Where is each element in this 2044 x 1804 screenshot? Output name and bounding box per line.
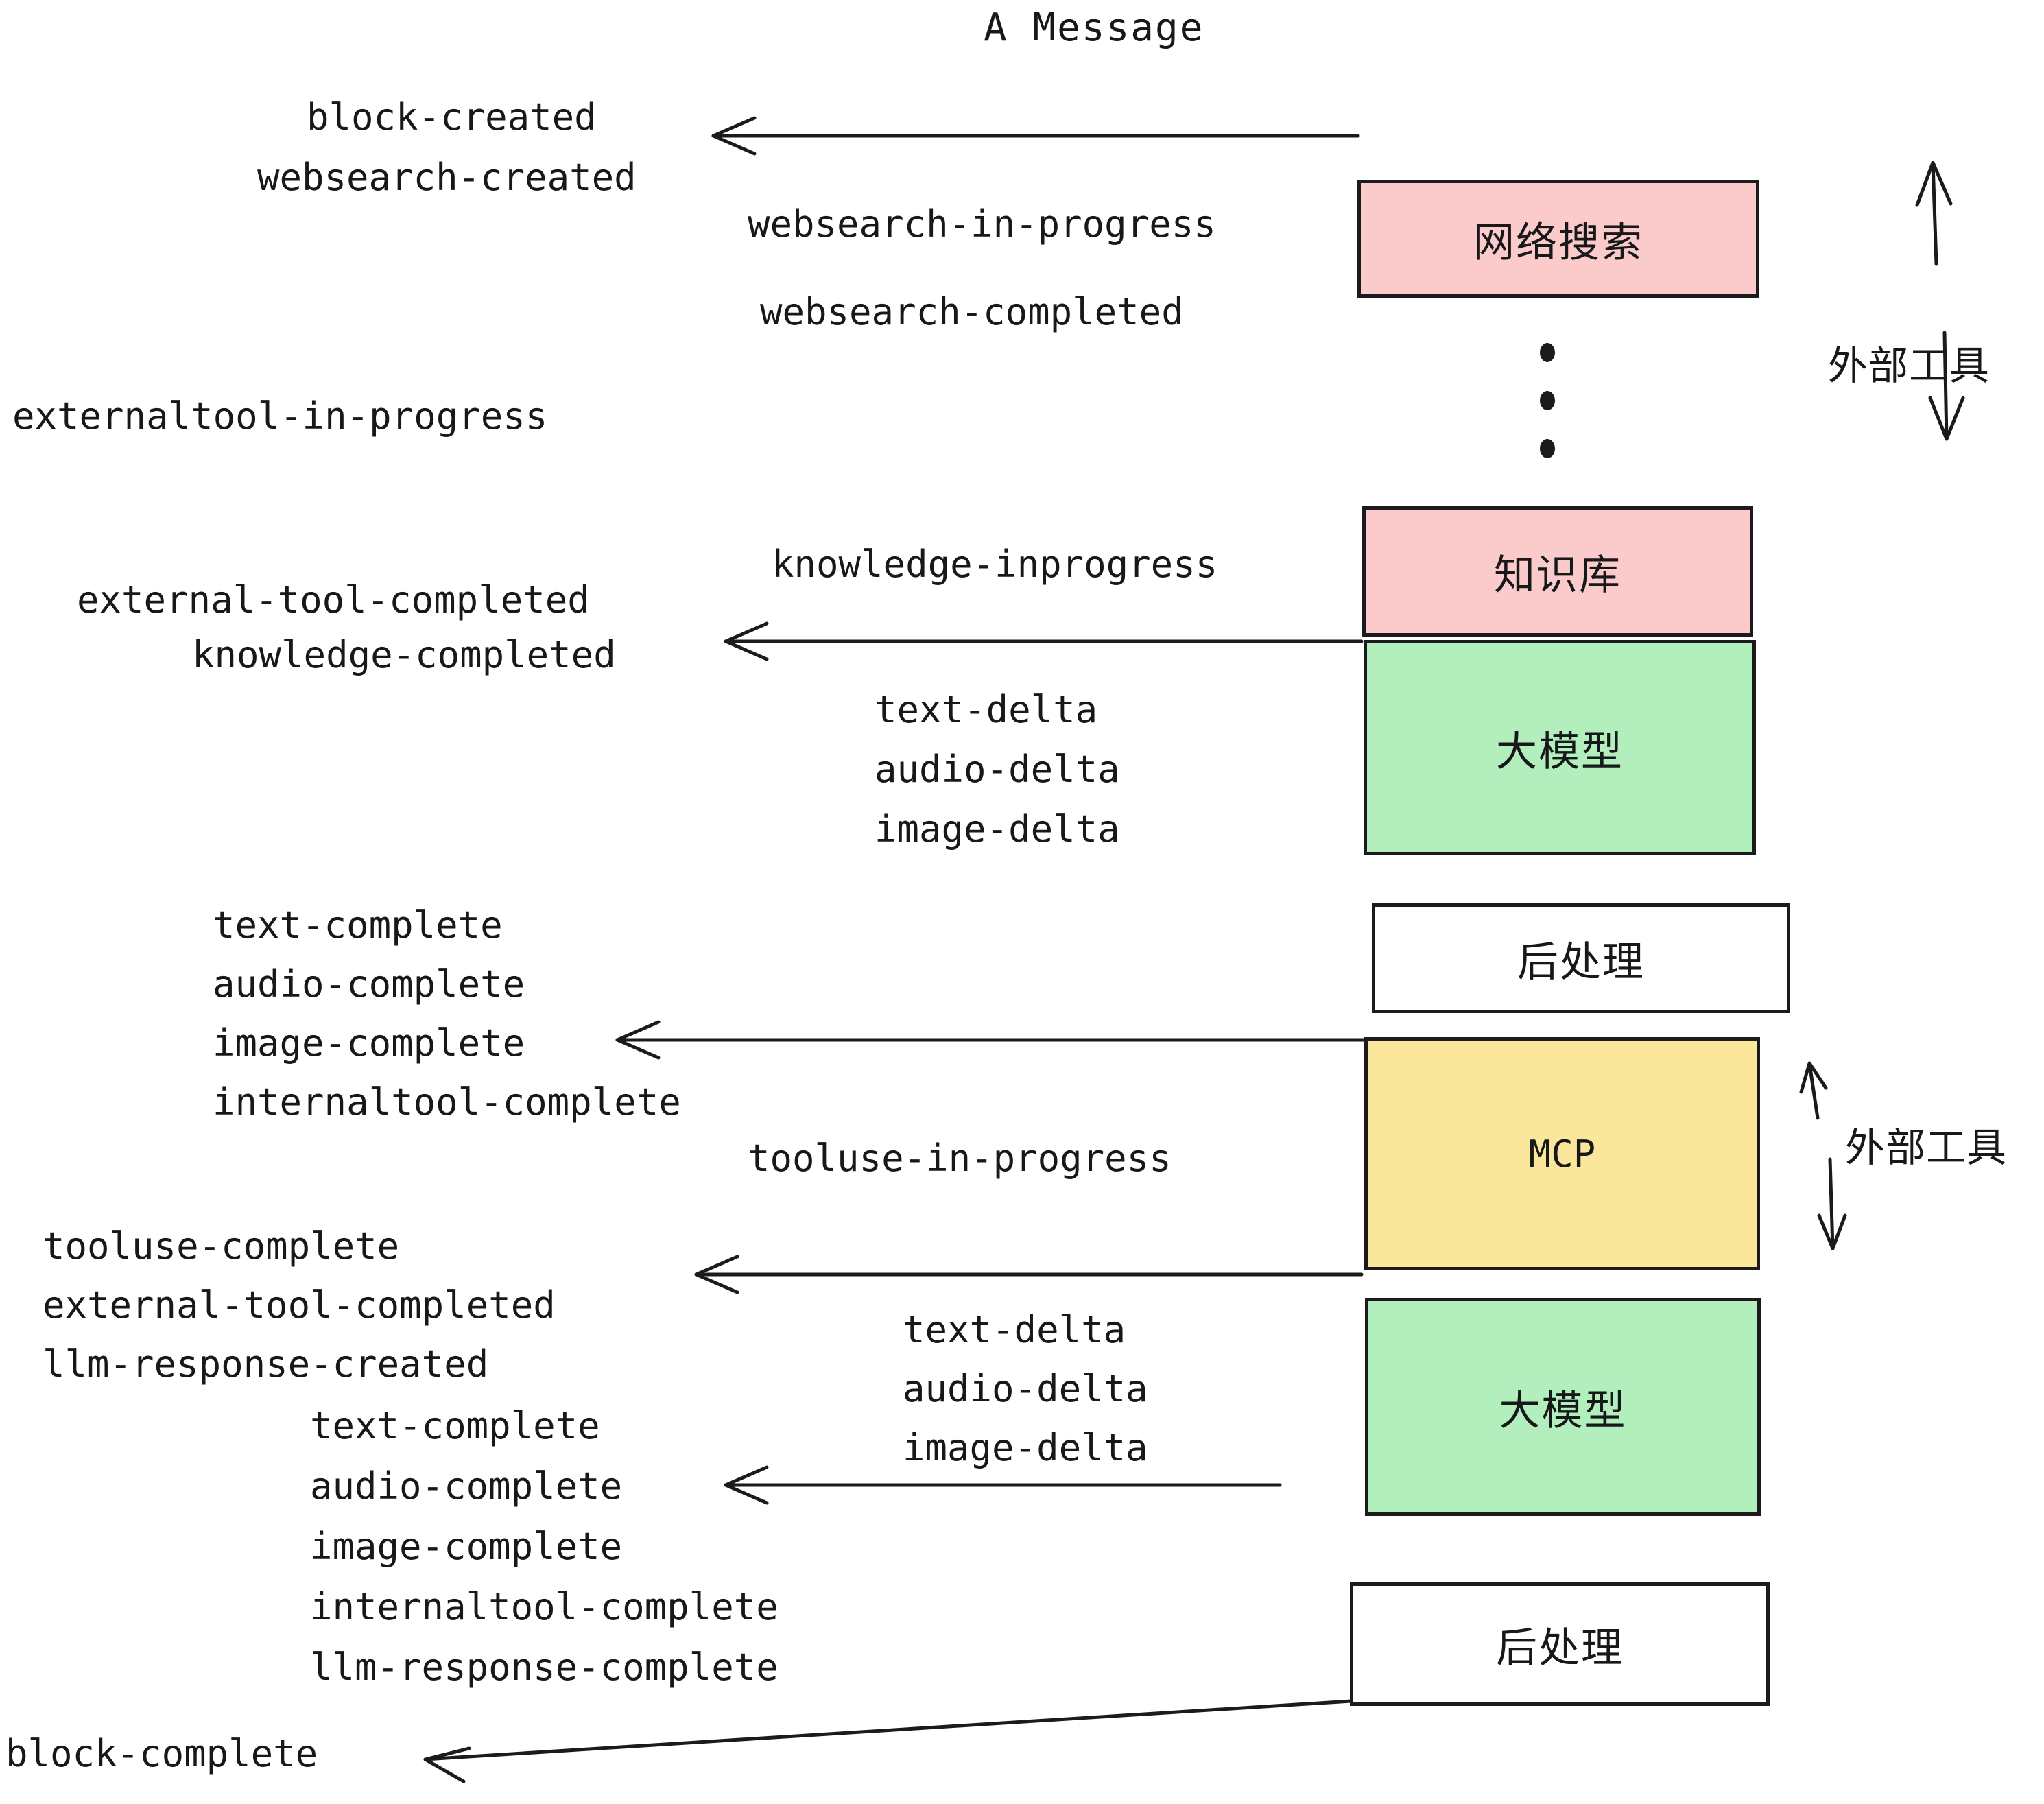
event-internaltool-complete-1: internaltool-complete: [213, 1080, 681, 1124]
arrow-external-tools-down-top: [1942, 331, 1949, 441]
event-tooluse-in-progress: tooluse-in-progress: [748, 1137, 1172, 1180]
node-llm-2-label: 大模型: [1499, 1386, 1627, 1435]
side-label-external-tools-bottom: 外部工具: [1845, 1124, 2008, 1171]
event-llm-response-created: llm-response-created: [43, 1342, 489, 1386]
arrow-external-tools-up-top: [1931, 161, 1938, 266]
event-knowledge-completed: knowledge-completed: [192, 633, 616, 676]
arrow-postprocess2-to-blockcomplete: [423, 1699, 1353, 1761]
diagram-title: A Message: [984, 5, 1204, 50]
event-websearch-completed: websearch-completed: [760, 290, 1184, 333]
event-externaltool-in-progress: externaltool-in-progress: [12, 394, 548, 438]
node-knowledge[interactable]: 知识库: [1362, 506, 1753, 637]
event-internaltool-complete-2: internaltool-complete: [310, 1585, 779, 1628]
event-image-delta-1: image-delta: [875, 807, 1120, 851]
node-websearch-label: 网络搜索: [1473, 218, 1643, 267]
event-audio-delta-1: audio-delta: [875, 748, 1120, 791]
event-image-complete-2: image-complete: [310, 1525, 623, 1568]
event-text-delta-2: text-delta: [903, 1308, 1126, 1351]
event-audio-complete-1: audio-complete: [213, 962, 525, 1006]
arrow-external-tools-down-bottom: [1828, 1157, 1835, 1250]
event-text-delta-1: text-delta: [875, 688, 1098, 731]
event-block-complete: block-complete: [5, 1732, 318, 1775]
event-external-tool-completed-2: external-tool-completed: [43, 1283, 556, 1327]
node-postprocess-1[interactable]: 后处理: [1372, 903, 1790, 1013]
side-label-external-tools-top: 外部工具: [1828, 342, 1990, 389]
node-mcp[interactable]: MCP: [1364, 1037, 1760, 1270]
ellipsis-dot-3: [1540, 439, 1555, 458]
event-audio-delta-2: audio-delta: [903, 1367, 1148, 1410]
ellipsis-dot-1: [1540, 343, 1555, 362]
node-llm-1-label: 大模型: [1496, 727, 1624, 776]
event-external-tool-completed-1: external-tool-completed: [77, 578, 590, 621]
event-websearch-created: websearch-created: [257, 156, 637, 199]
node-knowledge-label: 知识库: [1494, 551, 1621, 600]
node-postprocess-2[interactable]: 后处理: [1350, 1582, 1770, 1706]
ellipsis-dot-2: [1540, 391, 1555, 410]
node-postprocess-2-label: 后处理: [1496, 1624, 1624, 1672]
node-llm-1[interactable]: 大模型: [1364, 640, 1756, 855]
event-websearch-in-progress: websearch-in-progress: [748, 202, 1216, 246]
node-postprocess-1-label: 后处理: [1517, 938, 1645, 986]
event-text-complete-2: text-complete: [310, 1404, 600, 1447]
event-block-created: block-created: [307, 95, 597, 139]
event-llm-response-complete: llm-response-complete: [310, 1646, 779, 1689]
event-text-complete-1: text-complete: [213, 903, 503, 947]
event-tooluse-complete: tooluse-complete: [43, 1224, 400, 1268]
event-knowledge-inprogress: knowledge-inprogress: [772, 543, 1218, 586]
event-image-delta-2: image-delta: [903, 1426, 1148, 1469]
node-websearch[interactable]: 网络搜索: [1357, 180, 1759, 298]
node-mcp-label: MCP: [1528, 1132, 1596, 1176]
arrow-external-tools-up-bottom: [1807, 1061, 1820, 1120]
event-image-complete-1: image-complete: [213, 1021, 525, 1065]
event-audio-complete-2: audio-complete: [310, 1464, 623, 1508]
node-llm-2[interactable]: 大模型: [1365, 1298, 1761, 1516]
